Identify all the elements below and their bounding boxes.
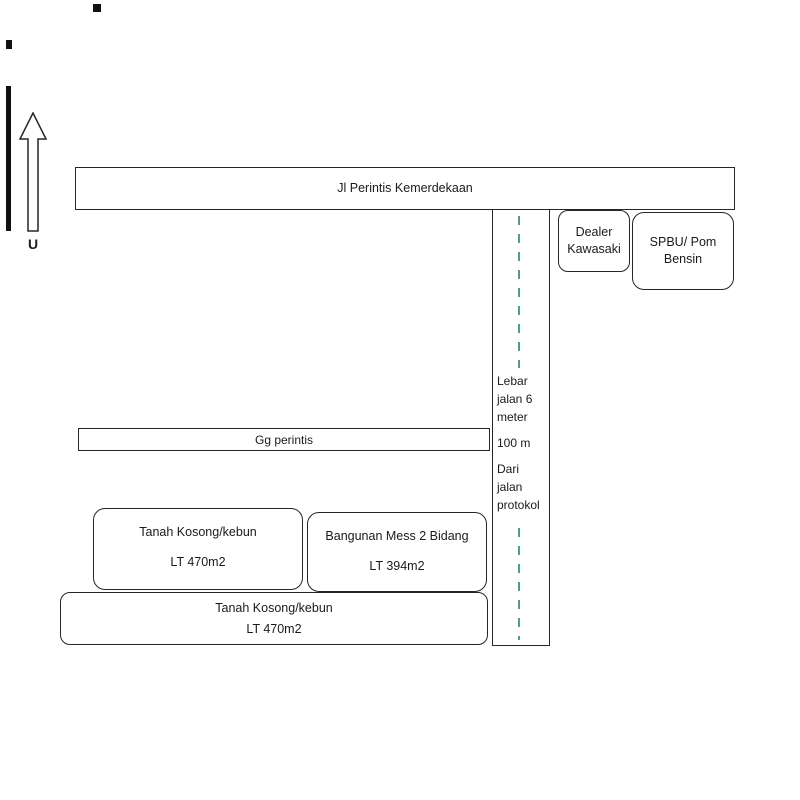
north-arrow-icon <box>18 112 48 232</box>
alley-label: Gg perintis <box>254 432 314 447</box>
road-notes: Lebar jalan 6 meter 100 m Dari jalan pro… <box>497 372 547 522</box>
parcel-name: Bangunan Mess 2 Bidang <box>325 529 469 543</box>
left-edge-bar <box>6 86 11 231</box>
road-center-line-bottom <box>518 528 520 640</box>
parcel-area: LT 470m2 <box>246 622 302 636</box>
road-distance-note: 100 m <box>497 436 531 450</box>
road-center-line-top <box>518 216 520 368</box>
corner-mark <box>93 4 101 12</box>
parcel-tanah-kosong-lower: Tanah Kosong/kebun LT 470m2 <box>60 592 488 645</box>
spbu-label: SPBU/ Pom Bensin <box>649 235 717 266</box>
parcel-area: LT 394m2 <box>369 559 425 573</box>
main-road: Jl Perintis Kemerdekaan <box>75 167 735 210</box>
main-road-label: Jl Perintis Kemerdekaan <box>337 181 473 196</box>
spbu-box: SPBU/ Pom Bensin <box>632 212 734 290</box>
north-label: U <box>27 236 39 252</box>
dealer-kawasaki-box: Dealer Kawasaki <box>558 210 630 272</box>
parcel-name: Tanah Kosong/kebun <box>139 525 257 539</box>
road-width-note: Lebar jalan 6 meter <box>497 374 533 424</box>
dealer-kawasaki-label: Dealer Kawasaki <box>567 225 621 256</box>
parcel-bangunan-mess: Bangunan Mess 2 Bidang LT 394m2 <box>307 512 487 592</box>
parcel-name: Tanah Kosong/kebun <box>215 601 333 615</box>
alley-gg-perintis: Gg perintis <box>78 428 490 451</box>
parcel-tanah-kosong-upper: Tanah Kosong/kebun LT 470m2 <box>93 508 303 590</box>
parcel-area: LT 470m2 <box>170 555 226 569</box>
road-origin-note: Dari jalan protokol <box>497 462 540 512</box>
edge-mark <box>6 40 12 49</box>
access-road <box>492 210 550 646</box>
